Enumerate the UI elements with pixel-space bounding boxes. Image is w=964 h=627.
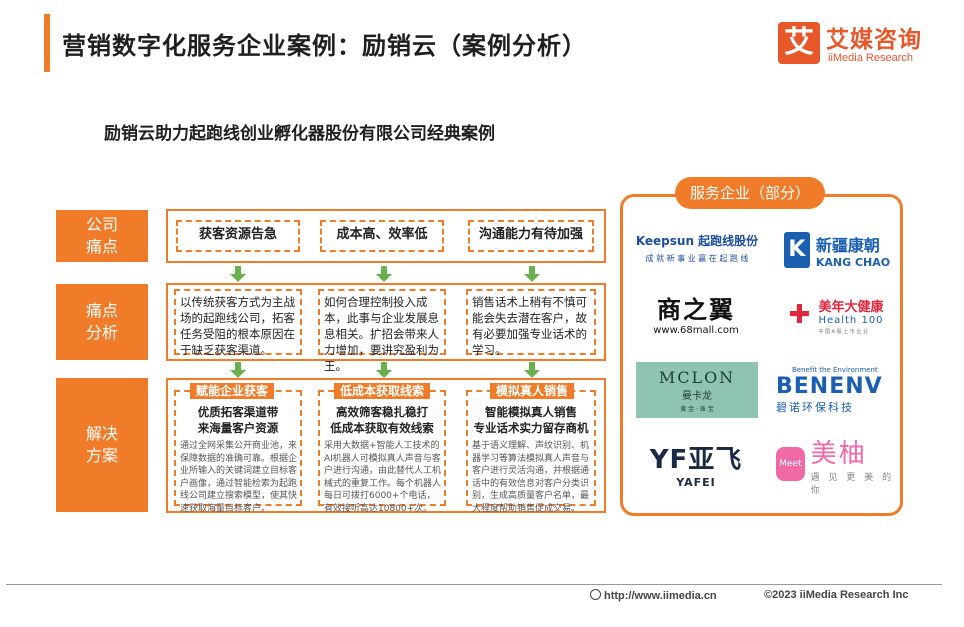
solution-body: 通过全网采集公开商业池，来保障数据的准确可靠。根据企业所输入的关键词建立目标客户…: [180, 441, 298, 514]
meiyou-slogan: 遇 见 更 美 的 你: [810, 472, 895, 496]
row-label-line: 分析: [85, 323, 118, 342]
case-subtitle: 励销云助力起跑线创业孵化器股份有限公司经典案例: [104, 124, 495, 144]
service-clients-panel: [620, 194, 903, 516]
benenv-cn: 碧诺环保科技: [776, 400, 854, 414]
keepsun-name: Keepsun 起跑线股份: [635, 234, 759, 248]
row-label-line: 公司: [85, 215, 118, 234]
page-title: 营销数字化服务企业案例：励销云（案例分析）: [62, 32, 587, 60]
meinian-tagline: 中 国 A 股 上 市 企 业: [818, 328, 868, 335]
kangchao-en: KANG CHAO: [815, 255, 891, 269]
meiyou-logo: Meet you 美柚 遇 见 更 美 的 你: [776, 436, 896, 503]
kangchao-k-icon: K: [783, 232, 810, 268]
yafei-cn: YF亚飞: [649, 445, 743, 475]
mclon-en: MCLON: [658, 367, 736, 387]
analysis-item-1: 以传统获客方式为主战场的起跑线公司，拓客任务受阻的根本原因在于缺乏获客渠道。: [174, 289, 302, 357]
globe-icon: [590, 589, 601, 600]
kangchao-logo: K 新疆康朝 KANG CHAO: [782, 228, 892, 272]
mclon-logo: MCLON 曼卡龙 黄 金 · 珠 宝: [636, 362, 758, 418]
solution-tag: 模拟真人销售: [490, 383, 575, 399]
solution-head-line: 来海量客户资源: [197, 421, 279, 435]
row-label-analysis: 痛点 分析: [56, 284, 148, 360]
yafei-en: YAFEI: [676, 476, 716, 489]
analysis-item-3: 销售话术上稍有不慎可能会失去潜在客户，故有必要加强专业话术的学习。: [466, 289, 596, 357]
mclon-cn: 曼卡龙: [682, 390, 712, 402]
meinian-cn: 美年大健康: [818, 299, 884, 315]
pain-item-1: 获客资源告急: [176, 220, 300, 252]
pain-item-2: 成本高、效率低: [320, 220, 444, 252]
meinian-logo: ✚ 美年大健康 Health 100 中 国 A 股 上 市 企 业: [776, 290, 896, 340]
meinian-en: Health 100: [818, 314, 884, 326]
service-clients-title: 服务企业（部分）: [675, 177, 825, 209]
iimedia-logo: 艾 艾媒咨询 iiMedia Research: [778, 20, 958, 70]
logo-mark-icon: 艾: [778, 22, 820, 64]
footer-copyright: ©2023 iiMedia Research Inc: [764, 589, 909, 601]
footer-divider: [6, 584, 942, 585]
solution-head-line: 高效筛客稳扎稳打: [336, 405, 428, 419]
solution-body: 基于语义理解、声纹识别、机器学习等算法模拟真人声音与客户进行灵活沟通，并根据通话…: [472, 441, 590, 514]
solution-head-line: 智能模拟真人销售: [485, 405, 577, 419]
yafei-logo: YF亚飞 YAFEI: [632, 436, 760, 492]
logo-chinese-name: 艾媒咨询: [826, 27, 922, 53]
solution-body: 采用大数据+智能人工技术的AI机器人可模拟真人声音与客户进行沟通，由此替代人工机…: [324, 441, 442, 514]
benenv-tagline: Benefit the Environment: [792, 365, 878, 374]
analysis-item-2: 如何合理控制投入成本，此事与企业发展息息相关。扩招会带来人力增加，要讲究盈利为王…: [318, 289, 446, 373]
row-label-line: 方案: [85, 446, 118, 465]
kangchao-cn: 新疆康朝: [815, 235, 880, 255]
shangzhiyi-logo: 商之翼 www.68mall.com: [636, 288, 756, 338]
row-label-pain: 公司 痛点: [56, 210, 148, 262]
meiyou-cn: 美柚: [810, 438, 867, 469]
keepsun-slogan: 成 就 新 事 业 赢 在 起 跑 线: [645, 254, 749, 263]
benenv-logo: Benefit the Environment BENENV 碧诺环保科技: [776, 362, 896, 418]
keepsun-logo: Keepsun 起跑线股份 成 就 新 事 业 赢 在 起 跑 线: [632, 226, 762, 270]
solution-head-line: 优质拓客渠道带: [197, 405, 279, 419]
solution-head-line: 低成本获取有效线索: [330, 421, 434, 435]
row-label-line: 解决: [85, 424, 118, 443]
shangzhiyi-url: www.68mall.com: [653, 325, 739, 336]
solution-tag: 赋能企业获客: [190, 383, 275, 399]
benenv-en: BENENV: [776, 373, 883, 399]
logo-english-name: iiMedia Research: [828, 52, 913, 64]
footer-url[interactable]: http://www.iimedia.cn: [590, 589, 717, 602]
meinian-cross-icon: ✚: [788, 300, 811, 330]
row-label-solution: 解决 方案: [56, 378, 148, 512]
mclon-tagline: 黄 金 · 珠 宝: [680, 405, 714, 413]
solution-head: 高效筛客稳扎稳打 低成本获取有效线索: [320, 404, 444, 436]
footer-url-text[interactable]: http://www.iimedia.cn: [604, 590, 717, 602]
solution-tag: 低成本获取线索: [334, 383, 431, 399]
solution-head: 优质拓客渠道带 来海量客户资源: [176, 404, 300, 436]
pain-item-3: 沟通能力有待加强: [468, 220, 594, 252]
solution-head-line: 专业话术实力留存商机: [473, 421, 589, 435]
shangzhiyi-name: 商之翼: [657, 296, 735, 324]
solution-head: 智能模拟真人销售 专业话术实力留存商机: [468, 404, 594, 436]
row-label-line: 痛点: [85, 301, 118, 320]
meiyou-app-icon: Meet you: [776, 447, 805, 503]
row-label-line: 痛点: [85, 237, 118, 256]
title-accent-bar: [44, 14, 50, 72]
